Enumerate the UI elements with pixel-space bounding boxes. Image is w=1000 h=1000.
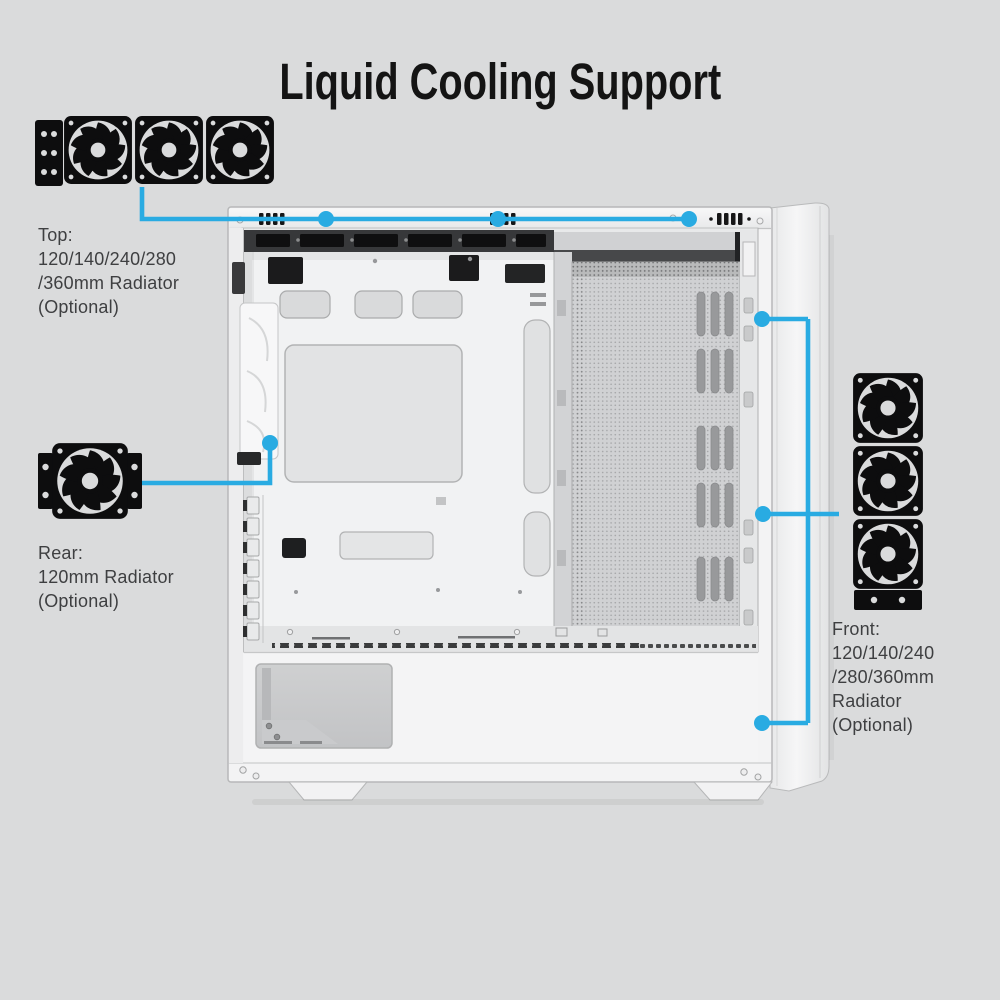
- rear-column: [229, 228, 279, 763]
- case-front-panel: [769, 202, 834, 792]
- front-mount-dot-2: [755, 506, 771, 522]
- front-vent-slots: [696, 291, 734, 602]
- front-mount-dot-3: [754, 715, 770, 731]
- callout-lines: [139, 187, 839, 726]
- front-mesh-panel: [571, 261, 741, 635]
- psu-shroud-top: [244, 626, 758, 652]
- caption-line: Radiator: [832, 691, 902, 711]
- motherboard-tray: [244, 252, 554, 645]
- front-radiator-icon: [853, 373, 923, 610]
- top-radiator-caption: Top: 120/140/240/280 /360mm Radiator (Op…: [38, 223, 179, 319]
- rear-radiator-caption: Rear: 120mm Radiator (Optional): [38, 541, 174, 613]
- caption-line: Front:: [832, 619, 881, 639]
- caption-line: /280/360mm: [832, 667, 935, 687]
- caption-line: (Optional): [832, 715, 914, 735]
- psu-shroud: [228, 651, 772, 781]
- rear-callout-line: [142, 447, 273, 486]
- top-fan-tray: [244, 230, 757, 262]
- top-mount-dot-1: [318, 211, 334, 227]
- rear-fan-mounted: [239, 302, 279, 460]
- cable-grommets: [279, 290, 463, 319]
- front-radiator-caption: Front: 120/140/240 /280/360mm Radiator (…: [832, 617, 934, 737]
- cpu-cutout: [284, 344, 463, 483]
- pc-case-illustration: [227, 202, 834, 805]
- rear-radiator-icon: [38, 443, 142, 519]
- mount-dots: [262, 211, 771, 731]
- top-radiator-icon: [35, 116, 274, 186]
- page-title: Liquid Cooling Support: [279, 53, 721, 110]
- caption-line: 120/140/240: [832, 643, 935, 663]
- top-mount-dot-3: [681, 211, 697, 227]
- psu-window: [255, 663, 393, 749]
- top-mount-dot-2: [490, 211, 506, 227]
- front-mount-dot-1: [754, 311, 770, 327]
- caption-line: (Optional): [38, 297, 120, 317]
- caption-line: 120mm Radiator: [38, 567, 174, 587]
- caption-line: Top:: [38, 225, 73, 245]
- caption-line: (Optional): [38, 591, 120, 611]
- caption-line: /360mm Radiator: [38, 273, 180, 293]
- caption-line: Rear:: [38, 543, 84, 563]
- top-callout-line: [139, 187, 689, 222]
- top-vent-cluster: [709, 213, 751, 225]
- case-feet: [252, 781, 774, 805]
- caption-line: 120/140/240/280: [38, 249, 177, 269]
- rear-mount-dot: [262, 435, 278, 451]
- front-bracket-strip: [740, 228, 759, 652]
- cable-channel: [553, 252, 572, 645]
- pci-slot-covers: [243, 496, 260, 641]
